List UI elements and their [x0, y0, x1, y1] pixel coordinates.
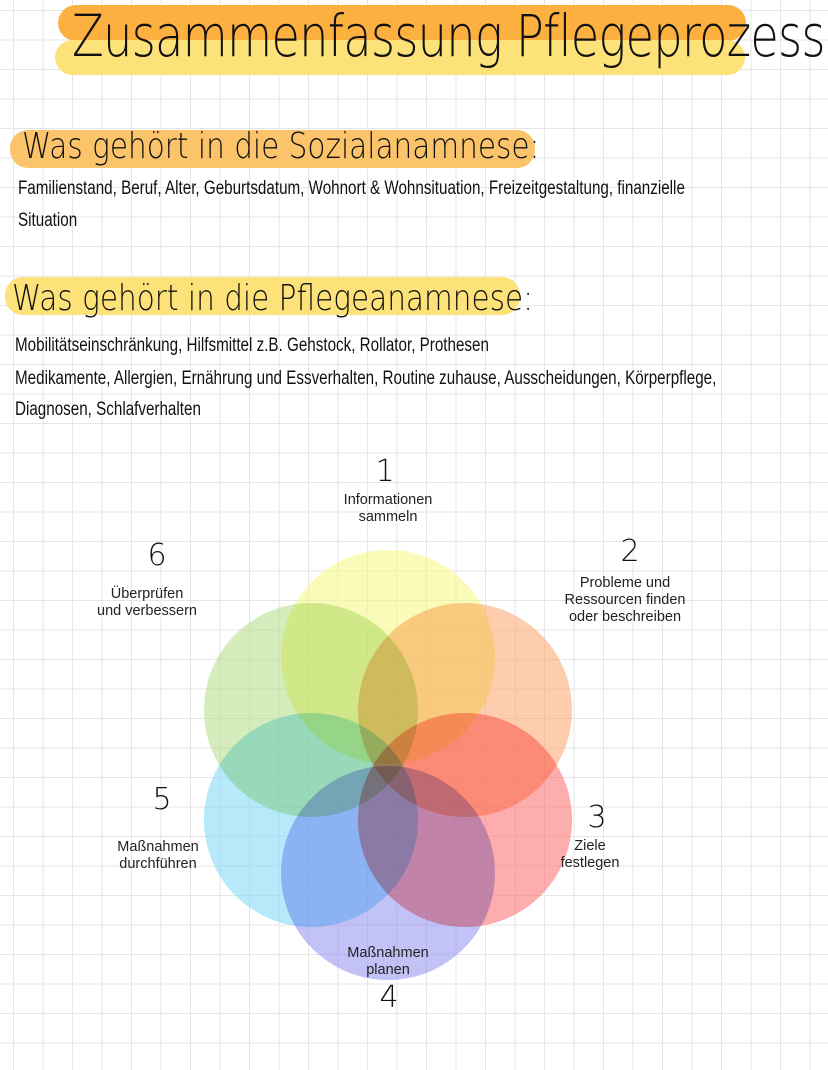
heading-pflegeanamnese-highlight [5, 277, 520, 315]
step-1-number: 1 [375, 454, 395, 489]
heading-pflegeanamnese: Was gehört in die Pflegeanamnese: [12, 278, 534, 319]
step-4-number: 4 [379, 980, 399, 1015]
step-5-number: 5 [152, 782, 172, 817]
heading-sozialanamnese-highlight [10, 130, 535, 168]
title-highlight-top [58, 5, 746, 41]
sozialanamnese-line-2: Situation [18, 210, 78, 231]
heading-sozialanamnese: Was gehört in die Sozialanamnese: [22, 126, 540, 167]
pflegeanamnese-line-3: Diagnosen, Schlafverhalten [15, 399, 201, 420]
step-3-number: 3 [587, 800, 607, 835]
page-title: Zusammenfassung Pflegeprozess [72, 2, 826, 70]
pflegeanamnese-line-2: Medikamente, Allergien, Ernährung und Es… [15, 368, 717, 389]
step-2-number: 2 [620, 534, 640, 569]
sozialanamnese-line-1: Familienstand, Beruf, Alter, Geburtsdatu… [18, 178, 685, 199]
pflegeanamnese-line-1: Mobilitätseinschränkung, Hilfsmittel z.B… [15, 335, 489, 356]
title-highlight-bottom [55, 40, 745, 75]
petal-step-6 [204, 603, 418, 817]
step-6-number: 6 [147, 538, 167, 573]
